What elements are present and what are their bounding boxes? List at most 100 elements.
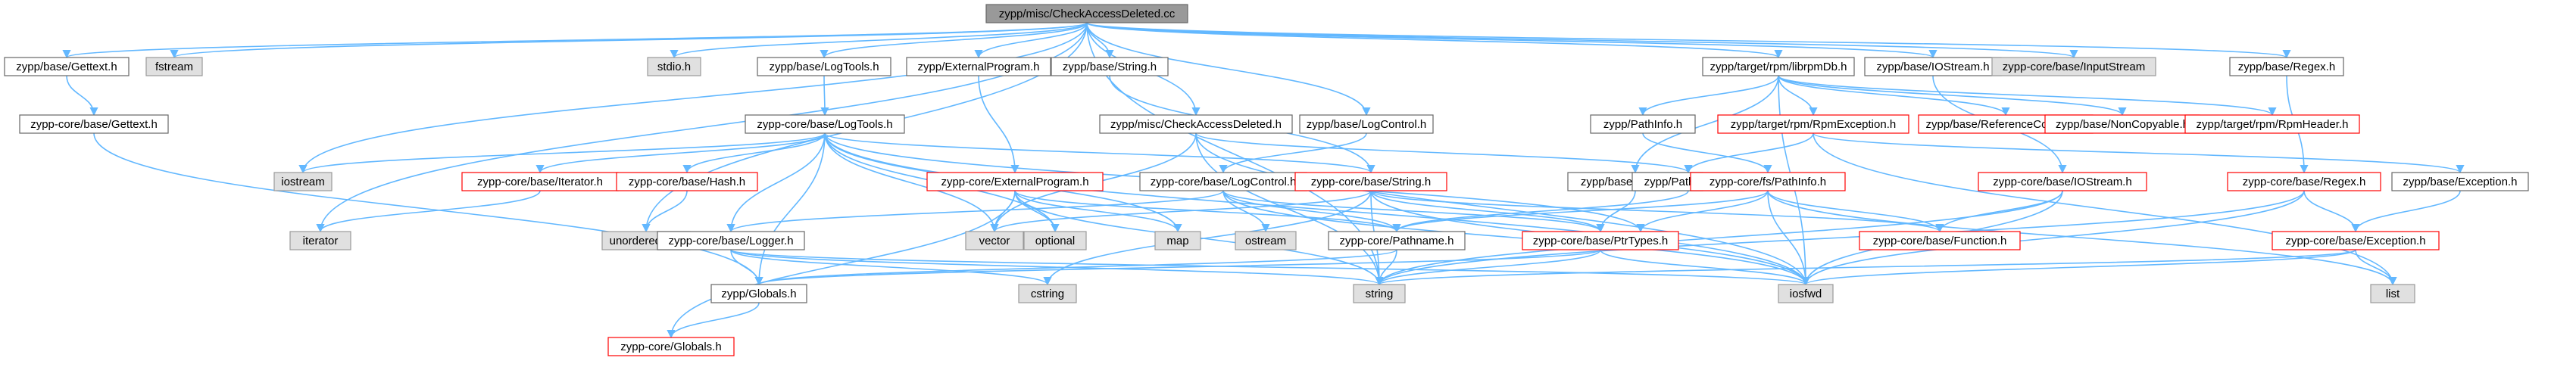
node-globals-core[interactable]: zypp-core/Globals.h: [607, 337, 735, 356]
edge-root-to-librpmdb: [1086, 22, 1783, 59]
edge-rpmexception-to-list: [1813, 132, 2397, 286]
node-box: [2044, 114, 2200, 134]
edge-librpmdb-to-pathinfo: [1638, 75, 1779, 117]
node-label: zypp-core/fs/PathInfo.h: [1710, 176, 1826, 188]
node-box: [1991, 57, 2156, 76]
node-label: zypp/base/LogTools.h: [769, 61, 879, 73]
node-list: list: [2370, 284, 2415, 303]
edge-exception_base-to-exception_core: [2351, 190, 2461, 233]
node-externalprogram[interactable]: zypp/ExternalProgram.h: [906, 57, 1051, 76]
node-logger-core[interactable]: zypp-core/base/Logger.h: [657, 231, 805, 250]
node-label: zypp/base/Regex.h: [2238, 61, 2335, 73]
node-label: zypp/misc/CheckAccessDeleted.h: [1110, 118, 1282, 131]
edge-externalprogram_core-to-optional: [1014, 190, 1060, 233]
node-string-base[interactable]: zypp/base/String.h: [1051, 57, 1169, 76]
node-label: zypp-core/base/Iterator.h: [477, 176, 603, 188]
node-label: iterator: [303, 235, 339, 247]
node-box: [2229, 57, 2344, 76]
node-box: [2184, 114, 2360, 134]
node-gettext-base[interactable]: zypp/base/Gettext.h: [4, 57, 130, 76]
edge-iostream_core-to-function_core: [1935, 190, 2063, 233]
node-exception-base[interactable]: zypp/base/Exception.h: [2391, 172, 2529, 191]
node-checkaccess-h[interactable]: zypp/misc/CheckAccessDeleted.h: [1099, 114, 1293, 134]
node-box: [757, 57, 891, 76]
node-function-core[interactable]: zypp-core/base/Function.h: [1859, 231, 2021, 250]
edge-string_core-to-ptrtypes_core: [1370, 190, 1605, 233]
edge-regex_core-to-string: [1375, 190, 2305, 286]
node-vector: vector: [965, 231, 1024, 250]
node-exception-core[interactable]: zypp-core/base/Exception.h: [2272, 231, 2440, 250]
node-box: [289, 231, 351, 250]
node-gettext-core[interactable]: zypp-core/base/Gettext.h: [19, 114, 169, 134]
edge-gettext_base-to-gettext_core: [66, 75, 98, 117]
node-label: zypp-core/base/LogTools.h: [757, 118, 892, 131]
node-rpmheader[interactable]: zypp/target/rpm/RpmHeader.h: [2184, 114, 2360, 134]
node-iterator-core[interactable]: zypp-core/base/Iterator.h: [461, 172, 619, 191]
node-ptrtypes-core[interactable]: zypp-core/base/PtrTypes.h: [1522, 231, 1679, 250]
node-box: [647, 57, 701, 76]
node-iostream-base[interactable]: zypp/base/IOStream.h: [1864, 57, 2002, 76]
node-rpmexception[interactable]: zypp/target/rpm/RpmException.h: [1717, 114, 1909, 134]
node-logcontrol-core[interactable]: zypp-core/base/LogControl.h: [1139, 172, 1307, 191]
node-label: ostream: [1245, 235, 1286, 247]
node-externalprogram-core[interactable]: zypp-core/ExternalProgram.h: [926, 172, 1104, 191]
node-label: zypp/base/Exception.h: [2403, 176, 2518, 188]
edge-logger_core-to-iosfwd: [730, 249, 1809, 286]
node-label: zypp-core/ExternalProgram.h: [941, 176, 1088, 188]
node-hash-core[interactable]: zypp-core/base/Hash.h: [616, 172, 758, 191]
node-inputstream-core: zypp-core/base/InputStream: [1991, 57, 2156, 76]
node-iosfwd: iosfwd: [1778, 284, 1834, 303]
edge-logtools_base-to-logtools_core: [820, 75, 829, 117]
node-box: [1023, 231, 1087, 250]
node-box: [1299, 114, 1434, 134]
edge-checkaccess_h-to-iosfwd: [1195, 132, 1810, 286]
node-string: string: [1353, 284, 1406, 303]
node-string-core[interactable]: zypp-core/base/String.h: [1294, 172, 1447, 191]
node-label: zypp-core/base/Function.h: [1873, 235, 2007, 247]
node-logtools-core[interactable]: zypp-core/base/LogTools.h: [745, 114, 905, 134]
node-logtools-base[interactable]: zypp/base/LogTools.h: [757, 57, 891, 76]
node-globals[interactable]: zypp/Globals.h: [710, 284, 807, 303]
edge-logtools_core-to-hash_core: [682, 132, 826, 174]
node-box: [1294, 172, 1447, 191]
node-logcontrol-base[interactable]: zypp/base/LogControl.h: [1299, 114, 1434, 134]
node-regex-base[interactable]: zypp/base/Regex.h: [2229, 57, 2344, 76]
edge-librpmdb-to-ptrtypes_base: [1631, 75, 1779, 174]
node-root[interactable]: zypp/misc/CheckAccessDeleted.cc: [985, 4, 1188, 23]
edge-logcontrol_core-to-pathname_core: [1222, 190, 1401, 233]
node-pathinfo[interactable]: zypp/PathInfo.h: [1590, 114, 1696, 134]
edge-librpmdb-to-rpmheader: [1778, 75, 2277, 117]
node-regex-core[interactable]: zypp-core/base/Regex.h: [2227, 172, 2381, 191]
node-box: [461, 172, 619, 191]
edge-logcontrol_base-to-logcontrol_core: [1219, 132, 1367, 174]
node-noncopyable[interactable]: zypp/base/NonCopyable.h: [2044, 114, 2200, 134]
node-iostream-core[interactable]: zypp-core/base/IOStream.h: [1978, 172, 2147, 191]
node-label: zypp/target/rpm/RpmHeader.h: [2197, 118, 2349, 131]
node-box: [4, 57, 130, 76]
node-pathname-core[interactable]: zypp-core/Pathname.h: [1328, 231, 1466, 250]
node-box: [1778, 284, 1834, 303]
edge-globals-to-globals_core: [667, 302, 760, 339]
edge-pathinfo-to-pathinfo_core: [1642, 132, 1772, 174]
node-pathinfo-core[interactable]: zypp-core/fs/PathInfo.h: [1690, 172, 1846, 191]
node-label: zypp/base/Gettext.h: [16, 61, 117, 73]
edge-pathinfo_core-to-iosfwd: [1767, 190, 1810, 286]
node-label: map: [1166, 235, 1188, 247]
node-box: [607, 337, 735, 356]
edge-logtools_core-to-string_core: [824, 132, 1375, 174]
node-box: [1864, 57, 2002, 76]
edge-regex_core-to-iosfwd: [1801, 190, 2305, 286]
node-librpmdb[interactable]: zypp/target/rpm/librpmDb.h: [1702, 57, 1855, 76]
node-box: [2391, 172, 2529, 191]
node-box: [657, 231, 805, 250]
node-optional: optional: [1023, 231, 1087, 250]
node-stdio: stdio.h: [647, 57, 701, 76]
node-box: [985, 4, 1188, 23]
edge-ptrtypes_core-to-globals: [754, 249, 1601, 286]
edge-pathinfo_core-to-pathname_core: [1392, 190, 1769, 233]
node-box: [1051, 57, 1169, 76]
edge-rpmexception-to-exception_base: [1813, 132, 2465, 174]
node-box: [273, 172, 333, 191]
edge-logcontrol_core-to-logger_core: [726, 190, 1224, 233]
node-ostream: ostream: [1235, 231, 1297, 250]
